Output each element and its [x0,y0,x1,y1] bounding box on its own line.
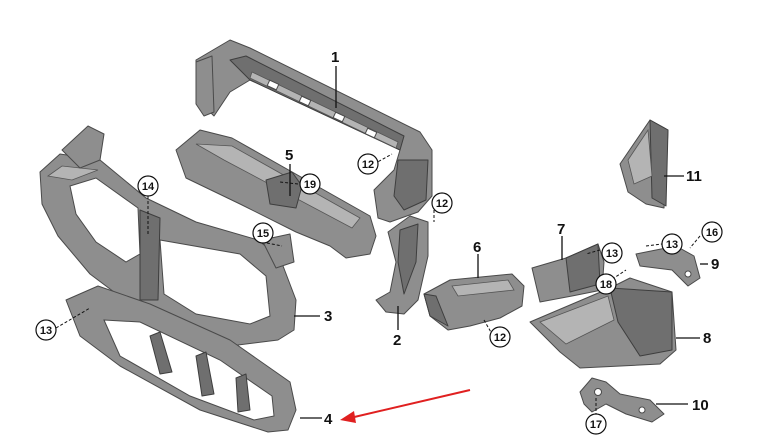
svg-text:12: 12 [436,198,448,210]
circle-label-12-upper: 12 [357,153,379,175]
circle-label-16: 16 [701,221,723,243]
label-part-2: 2 [393,332,401,349]
label-part-11: 11 [686,168,702,185]
label-part-7: 7 [557,221,565,238]
label-part-6: 6 [473,239,481,256]
circled-labels: 12 12 12 13 13 13 14 15 [35,153,723,435]
part-6-air-duct [423,273,525,331]
leader-lines [55,66,708,419]
part-4-lower-grille [65,285,297,433]
part-5-air-deflector [175,129,377,259]
circle-label-13-grille: 13 [35,319,57,341]
circle-label-17: 17 [585,413,607,435]
circle-label-12-bracket: 12 [431,192,453,214]
label-part-1: 1 [331,49,339,66]
svg-text:13: 13 [606,248,618,260]
circle-label-13-bracket9: 13 [661,233,683,255]
svg-text:17: 17 [590,419,602,431]
circle-label-18: 18 [595,273,617,295]
circle-label-15: 15 [252,222,274,244]
label-part-5: 5 [285,147,293,164]
svg-text:12: 12 [494,332,506,344]
part-2-bracket [375,215,429,315]
circle-label-19: 19 [299,173,321,195]
label-part-10: 10 [692,397,709,414]
circle-label-12-duct: 12 [489,326,511,348]
svg-text:19: 19 [304,179,316,191]
svg-text:18: 18 [600,279,612,291]
circle-label-14: 14 [137,175,159,197]
part-number-labels: 1 2 3 4 5 6 7 8 9 10 11 [285,49,719,428]
label-part-3: 3 [324,308,332,325]
part-3-front-carrier [39,125,297,347]
label-part-9: 9 [711,256,719,273]
part-1-upper-support [195,39,433,223]
label-part-8: 8 [703,330,711,347]
highlight-arrow [340,389,471,423]
circle-label-13-duct7: 13 [601,242,623,264]
svg-text:14: 14 [142,181,155,193]
part-10-bracket [579,377,665,423]
svg-text:13: 13 [40,325,52,337]
part-8-large-duct [529,277,677,369]
svg-text:12: 12 [362,159,374,171]
part-11-deflector [619,119,669,209]
svg-text:15: 15 [257,228,269,240]
part-7-duct [531,243,605,303]
svg-text:13: 13 [666,239,678,251]
svg-text:16: 16 [706,227,718,239]
label-part-4: 4 [324,411,333,428]
